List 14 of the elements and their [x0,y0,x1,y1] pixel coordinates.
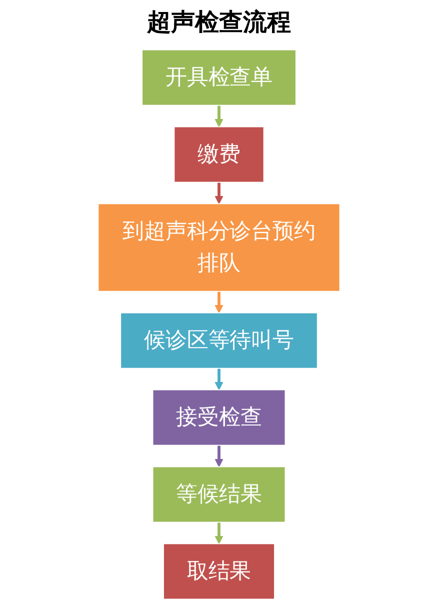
node-box: 开具检查单 [142,49,296,106]
diagram-title: 超声检查流程 [146,7,292,38]
node-box: 取结果 [162,543,276,600]
arrow [214,105,224,128]
arrow [214,182,224,204]
arrow [214,291,224,314]
node-box: 到超声科分诊台预约排队 [98,203,340,292]
arrow [214,368,224,390]
node-box: 接受检查 [152,389,286,446]
arrow [214,522,224,544]
node-box: 候诊区等待叫号 [120,312,318,369]
node-box: 缴费 [174,126,264,183]
arrow [214,445,224,468]
node-box: 等候结果 [152,466,286,523]
